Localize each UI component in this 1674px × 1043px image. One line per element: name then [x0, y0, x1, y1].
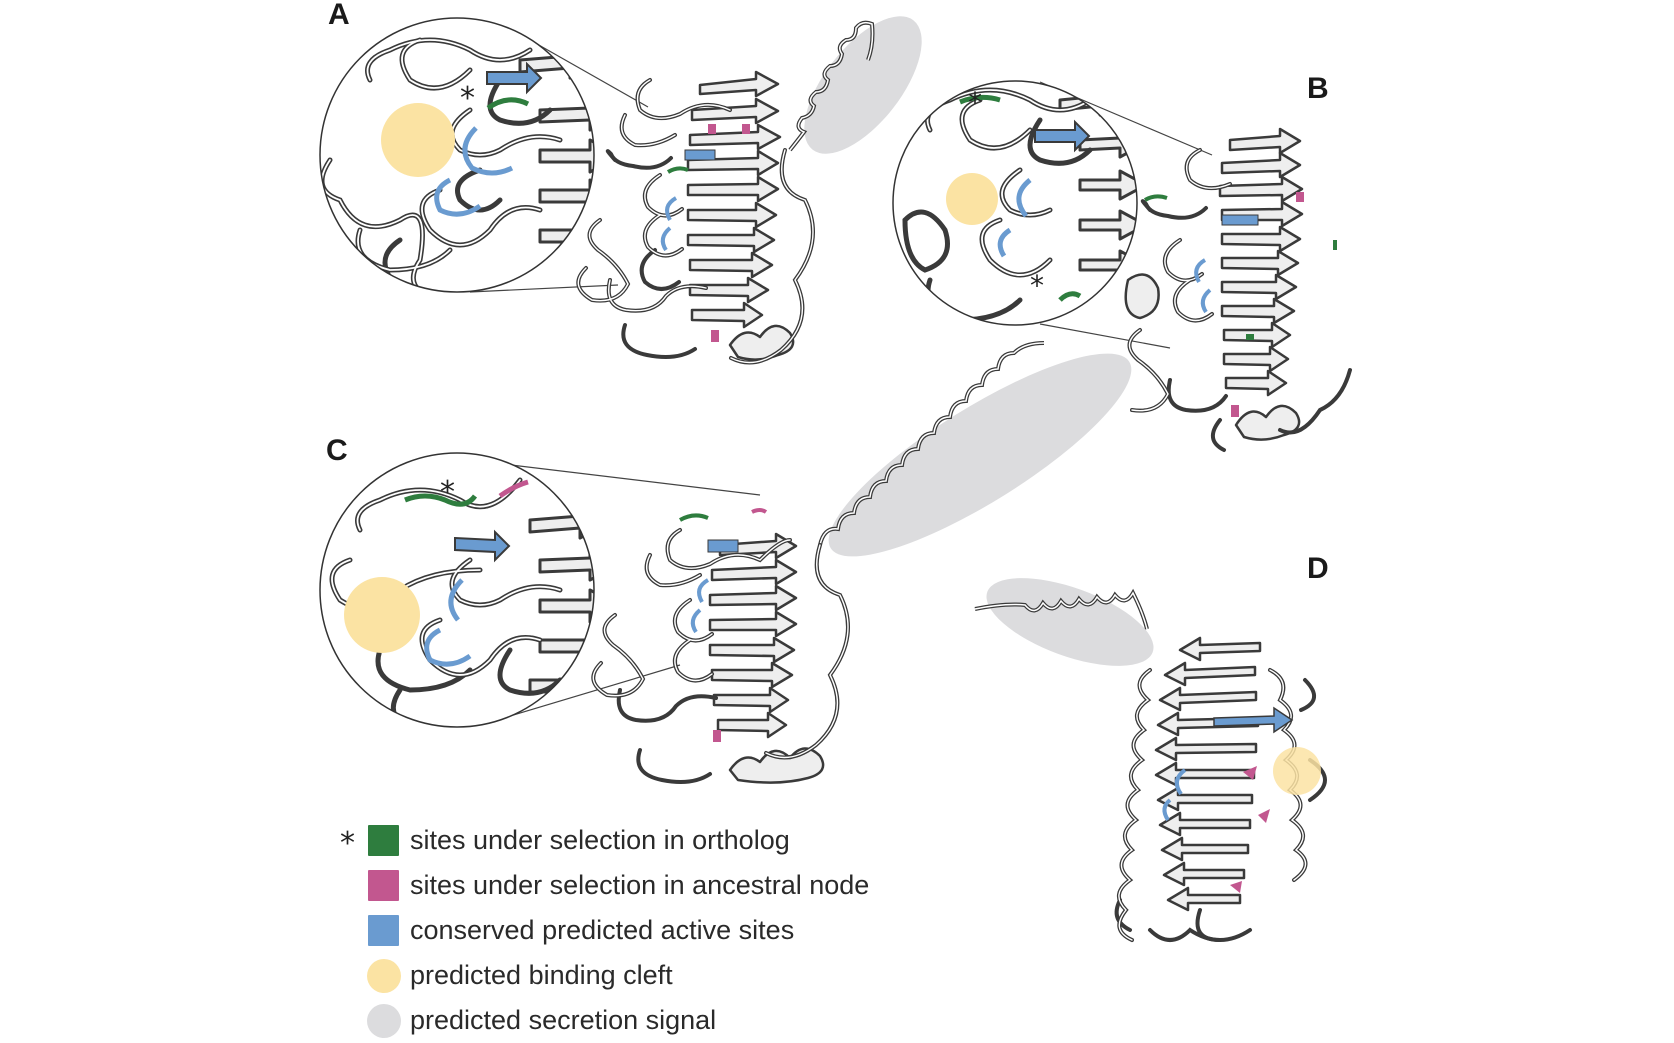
- svg-text:*: *: [460, 81, 475, 116]
- legend-label-ortholog: sites under selection in ortholog: [410, 825, 790, 856]
- legend: * sites under selection in ortholog site…: [340, 818, 940, 1043]
- panel-b-label: B: [1307, 72, 1329, 105]
- legend-item-secretion-signal: predicted secretion signal: [340, 998, 940, 1043]
- legend-label-secretion-signal: predicted secretion signal: [410, 1005, 716, 1036]
- panel-d: D: [975, 552, 1329, 940]
- panel-c-zoom-inset: *: [320, 453, 620, 730]
- panel-a: A: [320, 0, 943, 363]
- ortholog-swatch: [368, 825, 399, 856]
- panel-b-protein: [1126, 129, 1350, 450]
- legend-item-ancestral: sites under selection in ancestral node: [340, 863, 940, 908]
- svg-text:*: *: [1030, 269, 1044, 302]
- active-sites-swatch: [368, 915, 399, 946]
- ancestral-swatch: [368, 870, 399, 901]
- binding-cleft-swatch: [367, 959, 401, 993]
- panel-a-label: A: [328, 0, 350, 31]
- legend-label-ancestral: sites under selection in ancestral node: [410, 870, 869, 901]
- panel-d-label: D: [1307, 552, 1329, 585]
- panel-d-secretion-signal: [976, 560, 1165, 684]
- panel-c-protein: [593, 510, 848, 783]
- legend-item-ortholog: * sites under selection in ortholog: [340, 818, 940, 863]
- svg-text:*: *: [440, 475, 455, 510]
- svg-text:*: *: [968, 86, 982, 119]
- panel-c: C: [320, 322, 1154, 783]
- panel-a-protein: [578, 72, 813, 363]
- legend-label-active-sites: conserved predicted active sites: [410, 915, 794, 946]
- secretion-signal-swatch: [367, 1004, 401, 1038]
- legend-item-active-sites: conserved predicted active sites: [340, 908, 940, 953]
- panel-c-secretion-signal: [806, 322, 1154, 588]
- panel-a-zoom-inset: *: [320, 18, 620, 300]
- asterisk-marker: *: [340, 826, 355, 861]
- legend-item-binding-cleft: predicted binding cleft: [340, 953, 940, 998]
- panel-b-zoom-inset: * *: [893, 81, 1146, 325]
- panel-d-protein: [1117, 638, 1325, 940]
- legend-label-binding-cleft: predicted binding cleft: [410, 960, 673, 991]
- panel-c-label: C: [326, 434, 348, 467]
